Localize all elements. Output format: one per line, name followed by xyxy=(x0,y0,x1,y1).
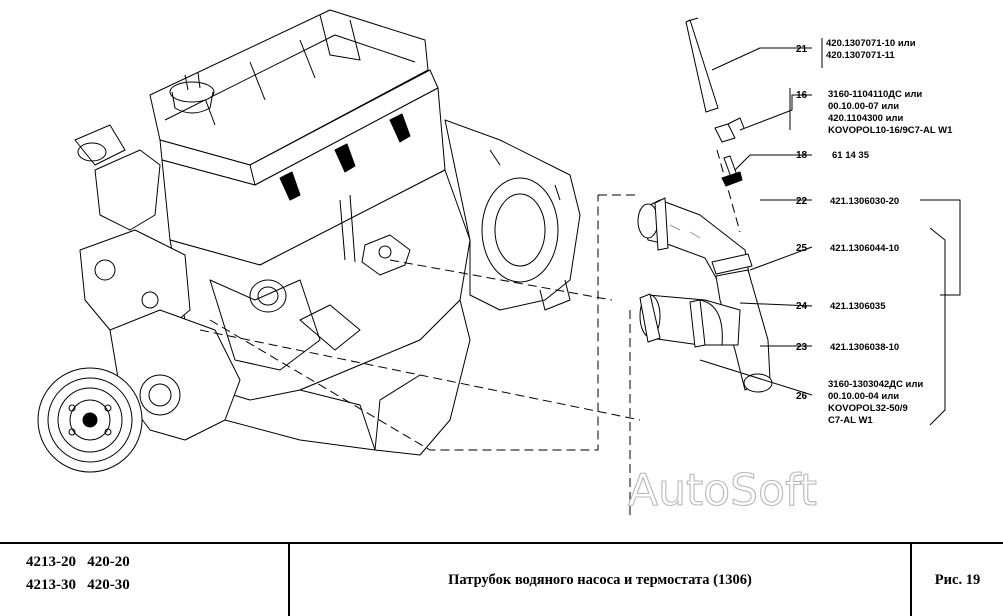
part-label: 420.1104300 или xyxy=(828,113,903,124)
part-label: 00.10.00-07 или xyxy=(828,101,899,112)
part-label: 421.1306035 xyxy=(830,301,886,312)
watermark: AutoSoft xyxy=(628,465,817,516)
callout-num-22: 22 xyxy=(796,196,808,207)
part-label: 421.1306044-10 xyxy=(830,243,899,254)
callout-num-16: 16 xyxy=(796,90,808,101)
part-21-tube xyxy=(685,17,719,113)
figure-number: Рис. 19 xyxy=(934,571,981,588)
callout-numbers: 21 16 18 22 25 24 23 26 xyxy=(796,44,808,402)
part-label: 3160-1104110ДС или xyxy=(828,89,922,100)
part-22-clamp xyxy=(654,197,753,275)
engine-diagram: 21 16 18 22 25 24 23 26 420.1307071-10 и… xyxy=(37,9,961,520)
part-26-clamp xyxy=(639,293,706,348)
part-label: 420.1307071-10 или xyxy=(826,38,916,49)
part-label: 421.1306038-10 xyxy=(830,342,899,353)
callout-num-21: 21 xyxy=(796,44,808,55)
callout-num-23: 23 xyxy=(796,342,808,353)
models-row-2: 4213-30 420-30 xyxy=(26,577,130,593)
part-label: 421.1306030-20 xyxy=(830,196,899,207)
part-label: 61 14 35 xyxy=(832,150,870,161)
part-label: 00.10.00-04 или xyxy=(828,391,899,402)
callout-num-24: 24 xyxy=(796,301,808,312)
callout-num-18: 18 xyxy=(796,150,808,161)
part-number-labels: 420.1307071-10 или 420.1307071-11 3160-1… xyxy=(826,38,953,426)
callout-num-26: 26 xyxy=(796,391,808,402)
part-25-hose xyxy=(637,199,751,286)
leader-lines xyxy=(199,149,741,520)
part-label: 3160-1303042ДС или xyxy=(828,379,923,390)
part-16-clamp xyxy=(714,117,745,143)
part-label: KOVOPOL10-16/9C7-AL W1 xyxy=(828,125,953,136)
title-block: 4213-20 420-20 4213-30 420-30 Патрубок в… xyxy=(0,542,1003,616)
callout-num-25: 25 xyxy=(796,243,808,254)
engine-block xyxy=(37,9,581,473)
drawing-title: Патрубок водяного насоса и термостата (1… xyxy=(290,544,912,616)
part-label: KOVOPOL32-50/9 xyxy=(828,403,908,414)
model-cell: 4213-20 420-20 4213-30 420-30 xyxy=(0,544,290,616)
models-row-1: 4213-20 420-20 xyxy=(26,554,130,570)
part-label: C7-AL W1 xyxy=(828,415,873,426)
part-18-bolt xyxy=(721,155,743,187)
part-23-pipe xyxy=(715,269,773,393)
callout-leaders xyxy=(699,38,961,426)
part-label: 420.1307071-11 xyxy=(826,50,895,61)
